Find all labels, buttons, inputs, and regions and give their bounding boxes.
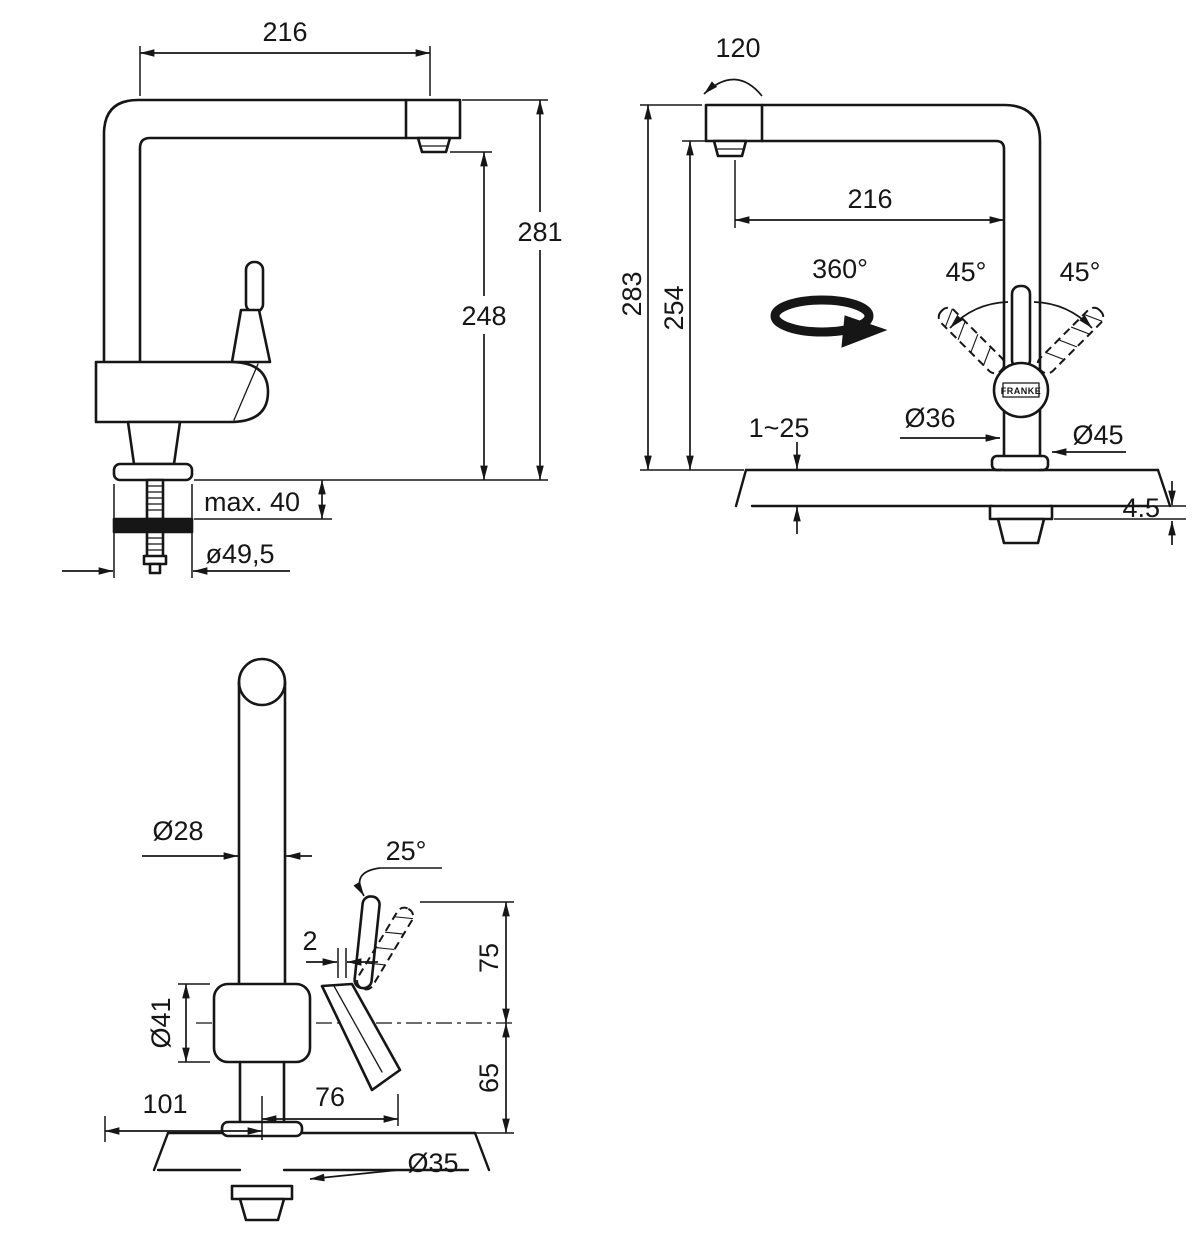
body-profile: [212, 982, 312, 1064]
dim-base-diameter-label: Ø45: [1072, 420, 1123, 450]
dim-base-depth-label: 101: [142, 1089, 187, 1119]
dim-plate-thickness-label: 4.5: [1122, 493, 1160, 523]
dim-lever-left-angle: 45°: [946, 257, 1009, 329]
dim-spout-swivel: 120: [703, 33, 763, 97]
dim-front-reach: 216: [734, 160, 1005, 228]
aerator-side: [416, 136, 452, 154]
pipe-top: [237, 657, 287, 707]
faucet-side-outline: [94, 98, 462, 575]
dim-side-hole-diameter-label: ø49,5: [205, 539, 274, 569]
dim-front-spout-height-label: 254: [659, 285, 689, 330]
dim-deck-max: max. 40: [194, 479, 332, 520]
dim-lever-reach: 76: [261, 1082, 399, 1140]
dim-spout-swivel-label: 120: [715, 33, 760, 63]
dim-front-spout-height: 254: [659, 140, 758, 471]
mounting-nut-front: [996, 517, 1046, 545]
brand-logo: FRANKE: [1001, 386, 1042, 396]
dim-side-hole-diameter: ø49,5: [62, 484, 290, 578]
base-flange-side: [112, 462, 194, 482]
dim-side-total-height-label: 281: [517, 217, 562, 247]
view-profile: Ø28 25° 2 75 65 Ø41: [104, 657, 514, 1222]
view-side: 216 281 248 max. 40 ø49,5: [62, 17, 568, 578]
dim-hole-diameter-profile: Ø35: [309, 1148, 459, 1182]
dim-deck-range-label: 1~25: [749, 413, 810, 443]
dim-lever-angle: 25°: [353, 836, 442, 897]
dim-pipe-diameter: Ø28: [142, 816, 312, 860]
dim-deck-range: 1~25: [749, 413, 810, 534]
dim-pipe-diameter-label: Ø28: [152, 816, 203, 846]
lever-housing: [320, 982, 402, 1092]
countertop-front: [734, 468, 1172, 508]
dim-swivel-range-label: 360°: [812, 254, 868, 284]
rotation-symbol: 360°: [770, 254, 888, 348]
dim-deck-max-label: max. 40: [204, 487, 300, 517]
mounting-hardware-front: [988, 504, 1054, 545]
dim-lever-offset: 2: [302, 926, 378, 978]
lever-grip-front: [1010, 284, 1032, 370]
body-side: [94, 360, 270, 424]
dim-side-reach: 216: [139, 17, 431, 96]
dim-base-diameter: Ø45: [1051, 420, 1126, 456]
dim-side-total-height: 281: [194, 99, 568, 481]
dim-lever-angle-label: 25°: [386, 836, 427, 866]
clamp-plate-profile: [230, 1184, 294, 1201]
dim-side-spout-height-label: 248: [461, 301, 506, 331]
dim-plate-thickness: 4.5: [1054, 481, 1186, 545]
ball-joint: [992, 361, 1050, 419]
faucet-front-outline: FRANKE: [704, 103, 1050, 472]
view-front: FRANKE 45° 45° 360° 120: [617, 33, 1186, 545]
riser-pipe: [237, 680, 287, 986]
dim-base-depth: 101: [104, 1089, 263, 1142]
dim-front-total-height-label: 283: [617, 271, 647, 316]
dim-side-spout-height: 248: [450, 151, 512, 481]
dim-front-reach-label: 216: [847, 184, 892, 214]
base-collar-front: [990, 454, 1050, 472]
dim-side-reach-label: 216: [262, 17, 307, 47]
dim-body-diameter-label: Ø41: [146, 997, 176, 1048]
dim-lever-right-angle-label: 45°: [1060, 257, 1101, 287]
lever-position-left: [937, 306, 1006, 375]
lever-grip-side: [244, 260, 265, 314]
dim-body-to-deck-label: 65: [474, 1063, 504, 1093]
seal-washer: [112, 517, 194, 534]
lever-position-open: [356, 906, 415, 991]
dim-shank-diameter: Ø36: [900, 403, 1001, 442]
dim-hole-diameter-profile-label: Ø35: [407, 1148, 458, 1178]
mounting-nut-profile: [238, 1197, 286, 1222]
dim-lever-reach-label: 76: [315, 1082, 345, 1112]
dim-lever-offset-label: 2: [302, 926, 317, 956]
dim-lever-right-angle: 45°: [1033, 257, 1101, 329]
dim-body-diameter: Ø41: [146, 983, 210, 1063]
lever-position-right: [1036, 306, 1105, 375]
dim-lever-left-angle-label: 45°: [946, 257, 987, 287]
dim-lever-height-label: 75: [474, 943, 504, 973]
clamp-plate-front: [988, 504, 1054, 521]
dim-shank-diameter-label: Ø36: [904, 403, 955, 433]
dim-lever-height: 75: [420, 901, 514, 1024]
dim-body-to-deck: 65: [474, 1022, 510, 1134]
mounting-hardware-profile: [230, 1184, 294, 1222]
